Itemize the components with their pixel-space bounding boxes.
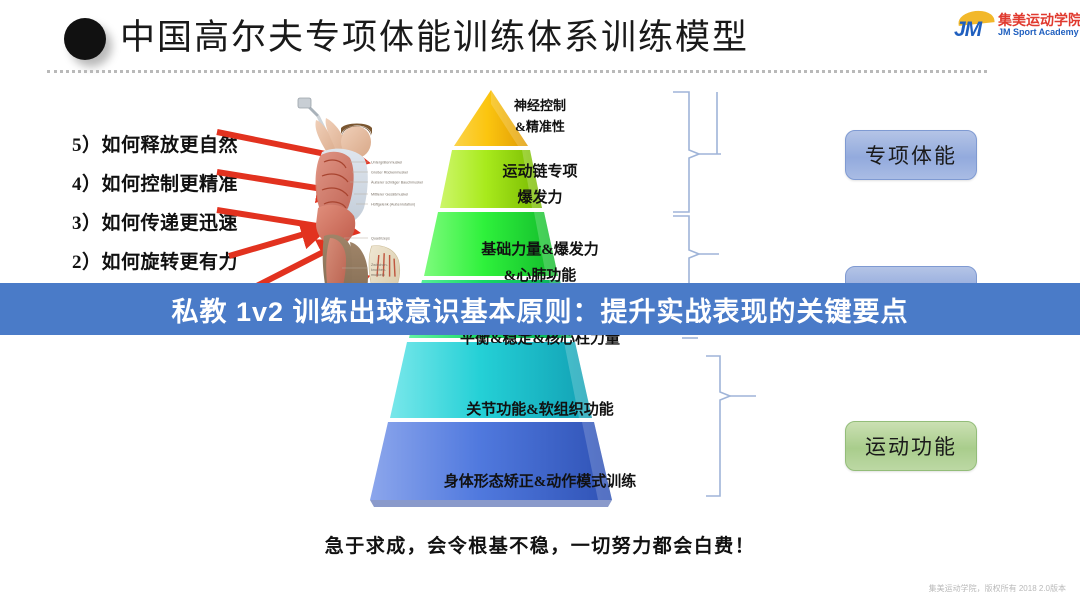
- pyramid-level-4-line1: 运动链专项: [502, 164, 578, 180]
- list-item-label: 如何释放更自然: [101, 135, 239, 156]
- anatomy-label: Zwischen-: [371, 263, 389, 267]
- anatomy-label: Hüftgelenk (Außenrotation): [371, 203, 415, 207]
- label-box-specific-fitness[interactable]: 专项体能: [845, 130, 977, 180]
- anatomy-label: Untergrätenmuskel: [371, 161, 402, 165]
- list-item: 2）如何旋转更有力: [72, 247, 287, 286]
- footnote-text: 急于求成，会令根基不稳，一切努力都会白费！: [324, 536, 756, 557]
- overlay-banner: 私教 1v2 训练出球意识基本原则：提升实战表现的关键要点: [0, 283, 1080, 335]
- bullet-dot-icon: [64, 18, 106, 60]
- list-item-label: 如何旋转更有力: [101, 252, 239, 273]
- anatomy-label: Mittlerer Gesäßmuskel: [371, 193, 408, 197]
- logo-initials: JM: [954, 18, 982, 41]
- anatomy-label: Äußerer schräger Bauchmuskel: [371, 181, 423, 185]
- anatomy-label: muskeln: [371, 273, 385, 277]
- list-item-label: 如何传递更迅速: [101, 213, 239, 234]
- list-item: 4）如何控制更精准: [72, 169, 287, 208]
- header-divider: [47, 70, 987, 73]
- logo-name-cn: 集美运动学院: [998, 12, 1080, 28]
- pyramid-level-5-line2: &精准性: [515, 119, 565, 134]
- bracket-lower: [682, 337, 756, 497]
- anatomy-label: knochen-: [371, 268, 387, 272]
- pyramid-level-0-line1: 身体形态矫正&动作模式训练: [443, 474, 637, 490]
- label-box-movement-function[interactable]: 运动功能: [845, 421, 977, 471]
- anatomy-label: Quadrizeps: [371, 237, 390, 241]
- pyramid-level-2-line1: 平衡&稳定&核心柱力量: [460, 331, 620, 347]
- list-item-number: 4）: [72, 174, 102, 195]
- pyramid-level-3-line1: 基础力量&爆发力: [481, 242, 599, 258]
- label-box-specific-fitness-text: 专项体能: [865, 144, 957, 168]
- anatomy-label: Großer Rückenmuskel: [371, 171, 408, 175]
- pyramid-level-4-line2: 爆发力: [517, 190, 563, 206]
- list-item-number: 3）: [72, 213, 102, 234]
- brand-logo: JM 集美运动学院 JM Sport Academy: [952, 8, 1080, 42]
- page-title: 中国高尔夫专项体能训练体系训练模型: [120, 18, 750, 57]
- list-item-number: 5）: [72, 135, 102, 156]
- pyramid-level-1-line1: 关节功能&软组织功能: [466, 402, 614, 418]
- list-item-number: 2）: [72, 252, 102, 273]
- pyramid-level-5-line1: 神经控制: [513, 98, 566, 113]
- logo-mark-icon: JM: [952, 9, 995, 41]
- logo-name-en: JM Sport Academy: [998, 27, 1079, 37]
- list-item: 3）如何传递更迅速: [72, 208, 287, 247]
- list-item-label: 如何控制更精准: [101, 174, 239, 195]
- pyramid-level-3-line2: &心肺功能: [503, 268, 577, 284]
- list-item: 5）如何释放更自然: [72, 130, 287, 169]
- overlay-banner-text: 私教 1v2 训练出球意识基本原则：提升实战表现的关键要点: [171, 296, 909, 327]
- label-box-movement-function-text: 运动功能: [865, 435, 957, 459]
- copyright-text: 集美运动学院，版权所有 2018 2.0版本: [928, 584, 1066, 593]
